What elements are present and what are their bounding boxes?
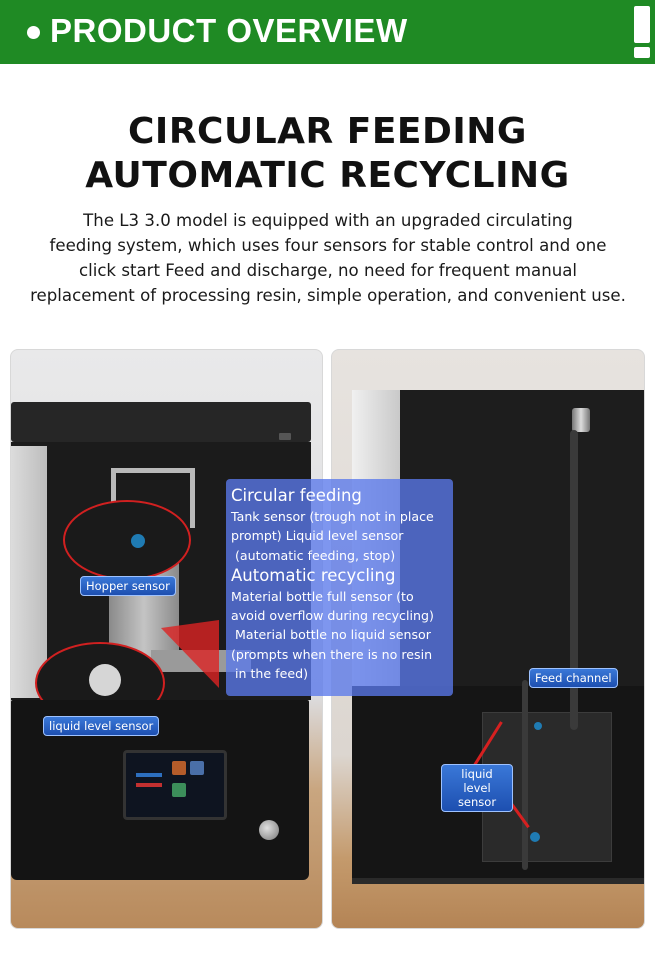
intro-paragraph: The L3 3.0 model is equipped with an upg…	[18, 208, 638, 308]
intro-line: feeding system, which uses four sensors …	[49, 236, 607, 255]
intro-line: click start Feed and discharge, no need …	[78, 261, 578, 280]
header-title: PRODUCT OVERVIEW	[50, 12, 408, 49]
info-line: avoid overflow during recycling)	[231, 608, 434, 624]
hose-fitting	[572, 408, 590, 432]
label-line: liquid level	[461, 767, 493, 795]
hopper-sensor-label: Hopper sensor	[80, 576, 176, 596]
info-line: prompt) Liquid level sensor	[231, 528, 404, 544]
feed-pipe	[522, 680, 528, 870]
info-line: (prompts when there is no resin	[231, 646, 433, 662]
info-line: in the feed)	[231, 666, 308, 682]
callout-beam	[161, 620, 219, 688]
headline-line-2: AUTOMATIC RECYCLING	[85, 155, 570, 196]
printer-lid	[11, 402, 311, 442]
power-button-icon	[259, 820, 279, 840]
printer-door	[11, 446, 47, 698]
info-line: Tank sensor (trough not in place	[231, 509, 434, 524]
info-line: Material bottle full sensor (to	[231, 588, 414, 604]
hopper-sensor-callout	[63, 500, 191, 580]
liquid-level-sensor-label-right: liquid level sensor	[441, 764, 513, 812]
liquid-level-sensor-label: liquid level sensor	[43, 716, 160, 736]
intro-line: The L3 3.0 model is equipped with an upg…	[83, 211, 573, 230]
info-heading-feeding: Circular feeding	[231, 486, 362, 505]
sensor-dot	[534, 722, 542, 730]
sensor-dot	[530, 832, 540, 842]
dot-icon	[27, 26, 40, 39]
info-heading-recycling: Automatic recycling	[231, 565, 396, 585]
label-line: sensor	[457, 795, 497, 809]
info-line: (automatic feeding, stop)	[231, 547, 396, 563]
printer-feet	[352, 878, 644, 884]
printer-touchscreen	[123, 750, 227, 820]
header-bar: PRODUCT OVERVIEW	[0, 0, 655, 64]
headline: CIRCULAR FEEDING AUTOMATIC RECYCLING	[0, 110, 655, 198]
headline-line-1: CIRCULAR FEEDING	[128, 111, 527, 152]
feed-channel-label: Feed channel	[529, 668, 618, 688]
printer-frame	[111, 468, 195, 528]
info-overlay: Circular feeding Tank sensor (trough not…	[226, 479, 453, 696]
feed-hose	[570, 430, 578, 730]
intro-line: replacement of processing resin, simple …	[30, 286, 626, 305]
info-line: Material bottle no liquid sensor	[231, 627, 431, 643]
exclamation-icon	[634, 6, 650, 58]
